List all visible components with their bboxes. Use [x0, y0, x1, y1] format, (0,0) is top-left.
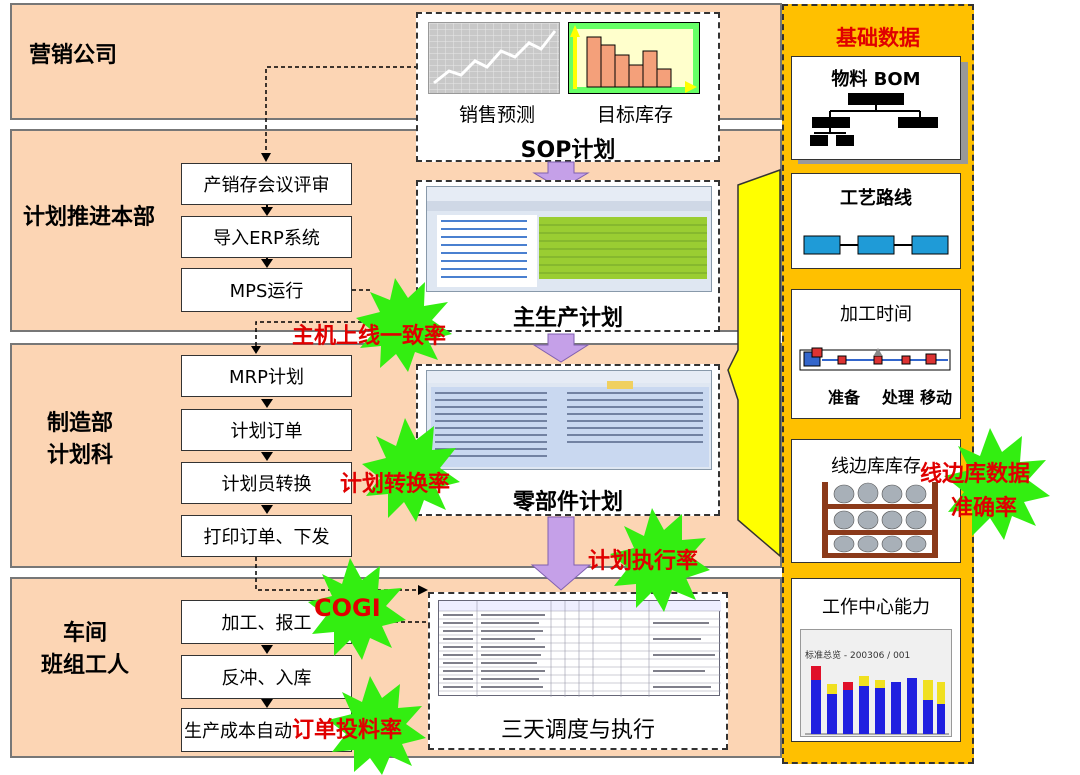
kpi-line-inventory-line2: 准确率 — [920, 492, 1030, 526]
kpi-cogi: COGI — [314, 594, 381, 622]
kpi-line-inventory-accuracy: 线边库数据 准确率 — [920, 458, 1030, 526]
kpi-order-feeding: 订单投料率 — [292, 712, 402, 744]
kpi-line-inventory-line1: 线边库数据 — [920, 458, 1030, 492]
kpi-plan-conversion: 计划转换率 — [340, 466, 450, 498]
kpi-plan-execution: 计划执行率 — [588, 543, 698, 575]
kpi-online-consistency: 主机上线一致率 — [292, 318, 446, 350]
